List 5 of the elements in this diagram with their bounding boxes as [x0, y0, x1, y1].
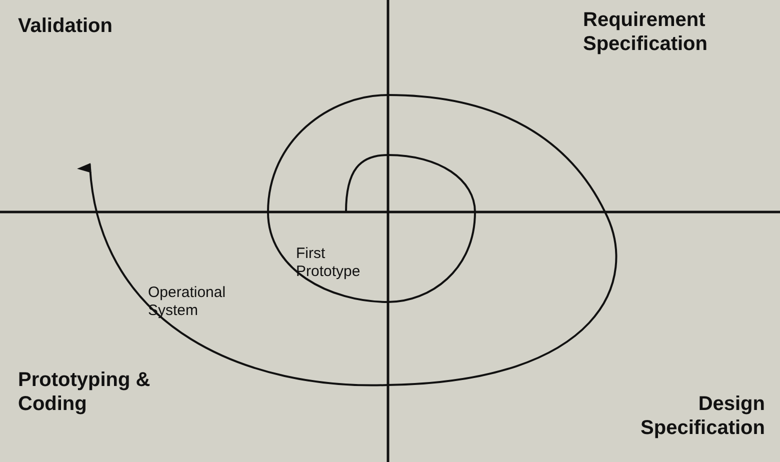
quadrant-label: Requirement Specification	[583, 8, 708, 56]
stage-label: First Prototype	[296, 245, 362, 281]
quadrant-label: Design Specification	[640, 392, 765, 440]
quadrant-label: Validation	[18, 14, 112, 38]
quadrant-label: Prototyping & Coding	[18, 368, 152, 416]
